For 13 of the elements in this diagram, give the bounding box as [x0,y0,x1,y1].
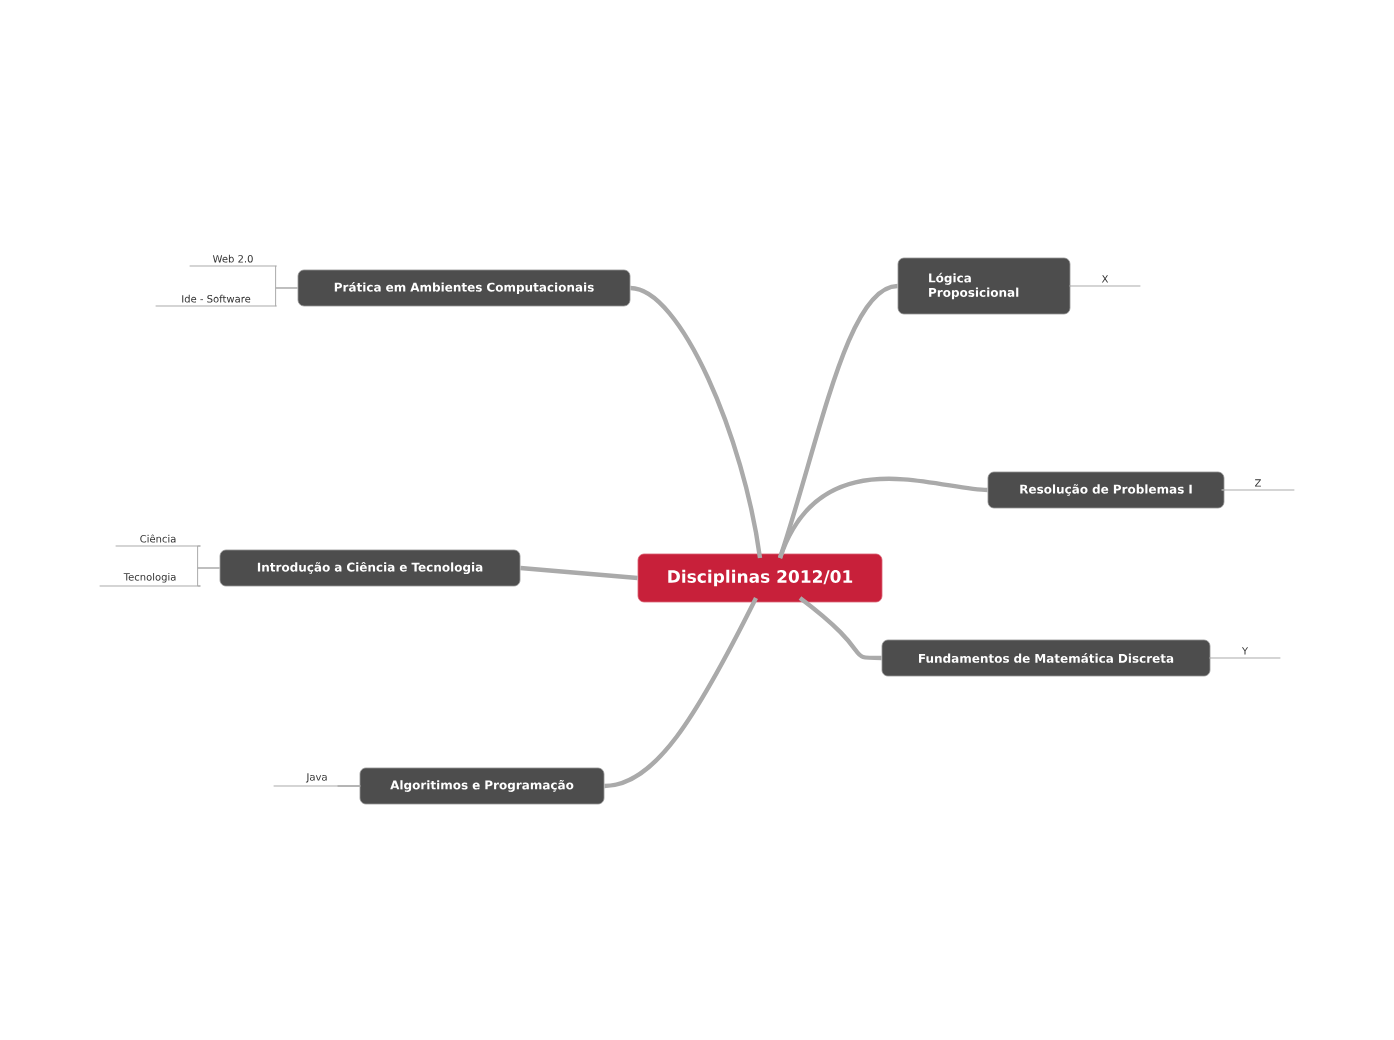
connector-line [1221,489,1295,491]
connector-line [155,287,299,307]
connector-line [604,597,758,789]
connector-line [1209,657,1281,659]
connector-line [273,785,361,787]
connector-line [99,567,221,587]
connector-line [629,285,763,559]
connector-line [778,476,988,559]
connector-line [798,596,882,661]
connector-line [777,283,899,559]
connector-line [520,565,638,581]
central-topic-box: Disciplinas 2012/01 [637,553,883,603]
connector-line [1069,285,1141,287]
